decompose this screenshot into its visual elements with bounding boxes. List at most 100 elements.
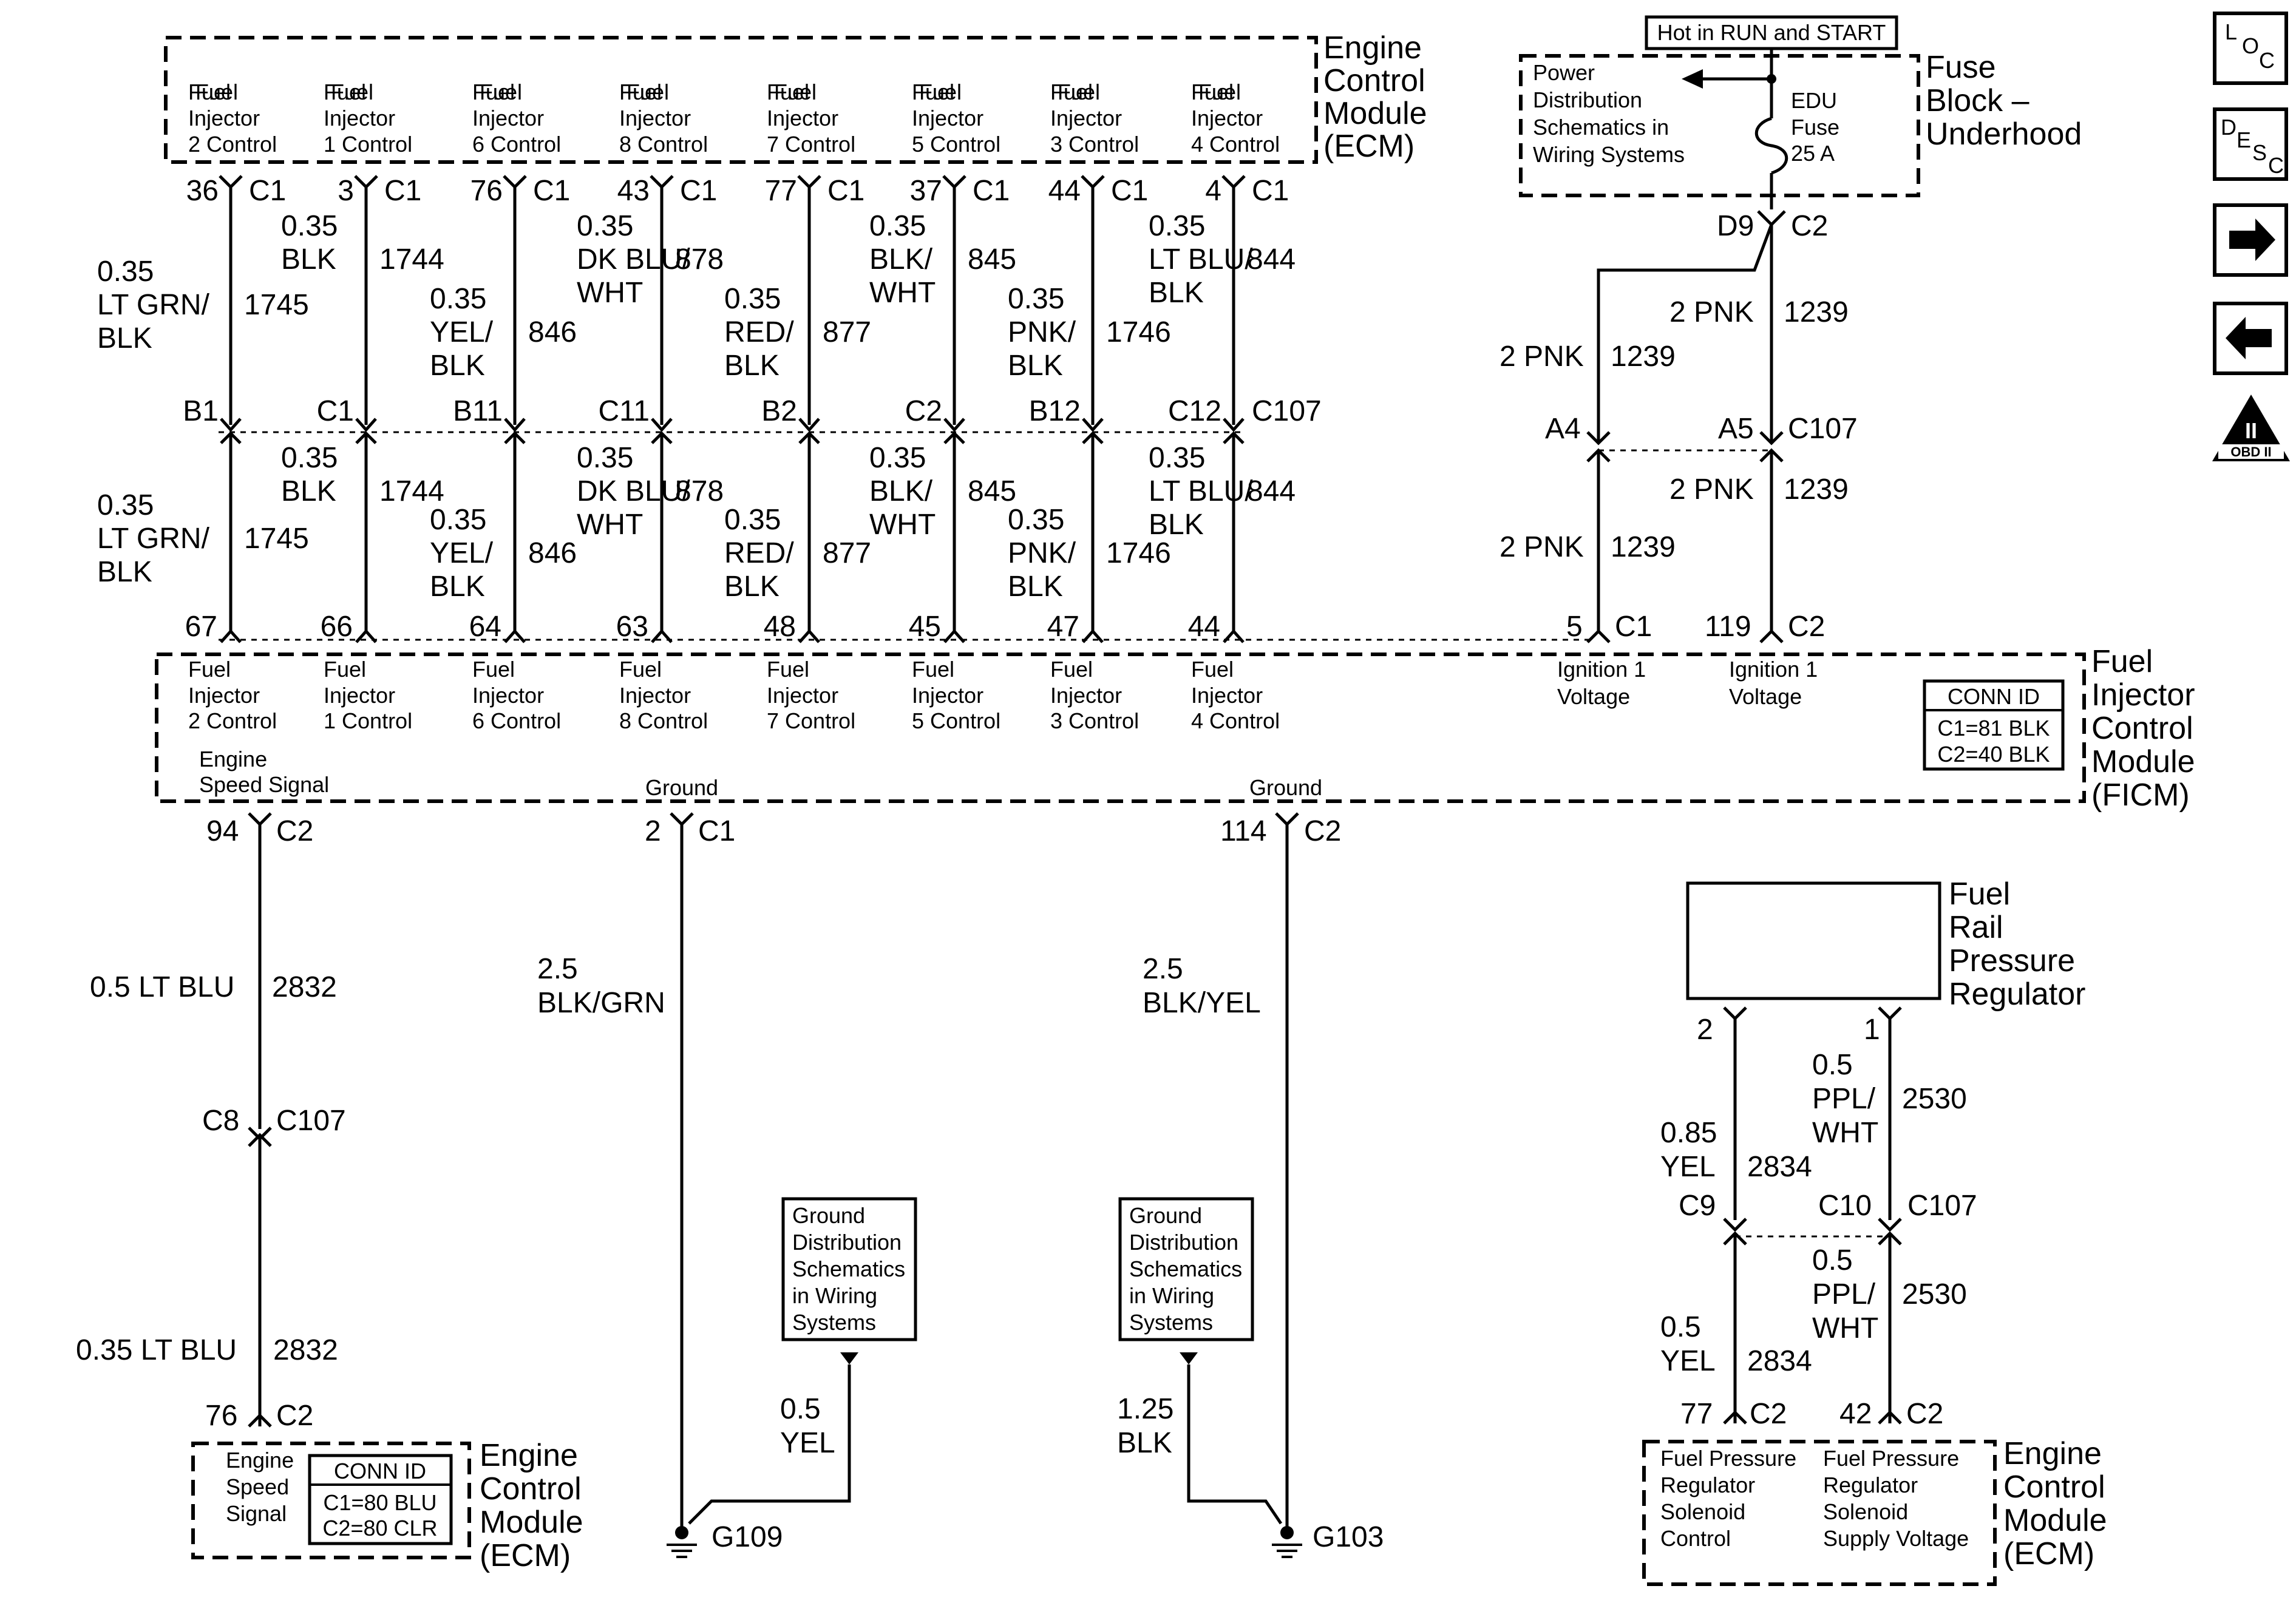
reg-inline-conn: C107: [1907, 1190, 1977, 1222]
ficm-speed-signal-label: Engine Speed Signal: [199, 747, 329, 797]
svg-text:Module: Module: [2003, 1503, 2107, 1538]
reg-right-lower-circuit: 2530: [1902, 1278, 1967, 1310]
connector-icon: [1221, 175, 1246, 189]
svg-text:Distribution: Distribution: [1533, 87, 1642, 112]
ficm-func-label: Injector: [188, 683, 260, 708]
ecm-func-label: Fuel: [1191, 80, 1234, 104]
ficm-pin-number: 67: [185, 611, 217, 643]
ecm-pin-number: 36: [186, 175, 219, 207]
svg-text:Distribution: Distribution: [792, 1230, 902, 1255]
ecm-func-label: Fuel: [767, 80, 809, 104]
wire-a-circuit: 1239: [1611, 341, 1676, 373]
loc-letter-o: O: [2242, 33, 2259, 58]
svg-text:Regulator: Regulator: [1823, 1473, 1918, 1497]
a5-connector-icon: [1759, 431, 1784, 446]
svg-text:(FICM): (FICM): [2091, 778, 2190, 813]
ficm-pin-number: 47: [1047, 611, 1079, 643]
connector-icon: [1081, 175, 1105, 189]
wire-color-lower: BLK: [1149, 509, 1204, 541]
fuse-pin: D9: [1717, 210, 1754, 242]
desc-button[interactable]: D E S C: [2213, 107, 2288, 181]
wire-color-lower: BLK: [1008, 571, 1063, 603]
svg-text:Voltage: Voltage: [1729, 684, 1802, 709]
wire-circuit-lower: 1746: [1106, 537, 1171, 569]
wire-color-lower: BLK/: [869, 475, 933, 507]
ficm-func-label: Fuel: [767, 657, 809, 682]
ground1-gauge: 2.5: [537, 953, 578, 985]
reg-left-lower-color: YEL: [1660, 1345, 1716, 1377]
ground1-id: G109: [712, 1521, 783, 1553]
ground1-ref-color: YEL: [780, 1427, 835, 1459]
wire-gauge-lower: 0.35: [430, 504, 486, 536]
wire-color-lower: BLK: [430, 571, 485, 603]
obd-ii-button[interactable]: II OBD II: [2212, 395, 2290, 461]
wire-gauge-lower: 0.35: [869, 442, 926, 474]
ecm-func-label: Injector: [912, 106, 983, 131]
arrow-left-icon: [1682, 69, 1703, 89]
svg-text:CONN ID: CONN ID: [1948, 684, 2040, 709]
reg-left-lower-circuit: 2834: [1747, 1345, 1812, 1377]
connector-icon: [219, 175, 243, 189]
reg-right-lower-gauge: 0.5: [1812, 1244, 1853, 1276]
ecm-connector-id: C1: [827, 175, 864, 207]
ecm-c2-76-connector-icon: [248, 1413, 272, 1428]
svg-text:Underhood: Underhood: [1926, 117, 2082, 152]
svg-text:Rail: Rail: [1949, 910, 2003, 945]
connector-icon: [942, 175, 966, 189]
ecm-speed-conn: C2: [276, 1400, 313, 1432]
svg-text:Module: Module: [1323, 96, 1427, 131]
loc-letter-l: L: [2225, 19, 2237, 44]
fuse-block-title: Fuse Block – Underhood: [1926, 50, 2082, 152]
ficm-func-label: Injector: [1191, 683, 1263, 708]
svg-text:Schematics in: Schematics in: [1533, 115, 1669, 140]
ficm-conn-c2: C2: [1788, 611, 1825, 643]
desc-letter-s: S: [2252, 140, 2267, 165]
ficm-connector-icon: [798, 629, 820, 643]
ecm-func-label: Injector: [619, 106, 691, 131]
reg-inline-right: C10: [1818, 1190, 1872, 1222]
ficm-func-label: 5 Control: [912, 708, 1000, 733]
ficm-connector-icon: [504, 629, 526, 643]
ground-g103-icon: [1272, 1526, 1302, 1558]
lower-b-circuit: 1239: [1784, 473, 1849, 506]
ecm-br-right-func: Fuel Pressure Regulator Solenoid Supply …: [1823, 1446, 1969, 1551]
svg-text:Fuel Pressure: Fuel Pressure: [1660, 1446, 1796, 1471]
wire-color-lower: DK BLU/: [577, 475, 690, 507]
wire-gauge-upper: 0.35: [97, 256, 154, 288]
c107-label-top: C107: [1252, 395, 1322, 427]
ecm-func-label: Fuel: [1198, 80, 1241, 104]
prev-page-button[interactable]: [2213, 302, 2288, 375]
svg-text:C1=80 BLU: C1=80 BLU: [323, 1490, 436, 1515]
ficm-func-label: Injector: [1050, 683, 1122, 708]
lower-a-circuit: 1239: [1611, 531, 1676, 563]
ficm-func-label: 8 Control: [619, 708, 708, 733]
ground1-arrow-icon: [840, 1352, 858, 1364]
ficm-pin-number: 44: [1188, 611, 1220, 643]
next-page-button[interactable]: [2213, 203, 2288, 277]
svg-text:25 A: 25 A: [1791, 141, 1835, 166]
ecm-func-label: 8 Control: [619, 132, 708, 157]
wire-gauge-lower: 0.35: [577, 442, 633, 474]
wire-circuit-upper: 845: [968, 243, 1016, 276]
wire-circuit-upper: 877: [823, 316, 871, 348]
ficm-func-label: 3 Control: [1050, 708, 1139, 733]
ecm-func-label: Fuel: [774, 80, 817, 104]
svg-text:Voltage: Voltage: [1557, 684, 1630, 709]
ficm-connector-icon: [943, 629, 965, 643]
wire-color-upper: YEL/: [430, 316, 494, 348]
ficm-conn-id: CONN ID C1=81 BLK C2=40 BLK: [1923, 679, 2065, 771]
ecm-func-label: 3 Control: [1050, 132, 1139, 157]
reg-left-upper-color: YEL: [1660, 1151, 1716, 1183]
ecm-func-label: Injector: [767, 106, 838, 131]
reg-right-upper-gauge: 0.5: [1812, 1049, 1853, 1081]
speed-wire-lower-circuit: 2832: [273, 1334, 338, 1366]
ficm-title: Fuel Injector Control Module (FICM): [2091, 644, 2195, 813]
inline-pin-label: B2: [761, 395, 797, 427]
ficm-c1-pin5-icon: [1586, 629, 1611, 643]
svg-text:Fuel: Fuel: [2091, 644, 2153, 679]
wire-gauge-upper: 0.35: [1149, 210, 1205, 242]
fuse-icon: [1754, 117, 1788, 175]
ground2-pin: 114: [1220, 815, 1267, 847]
loc-button[interactable]: L O C: [2213, 12, 2288, 85]
